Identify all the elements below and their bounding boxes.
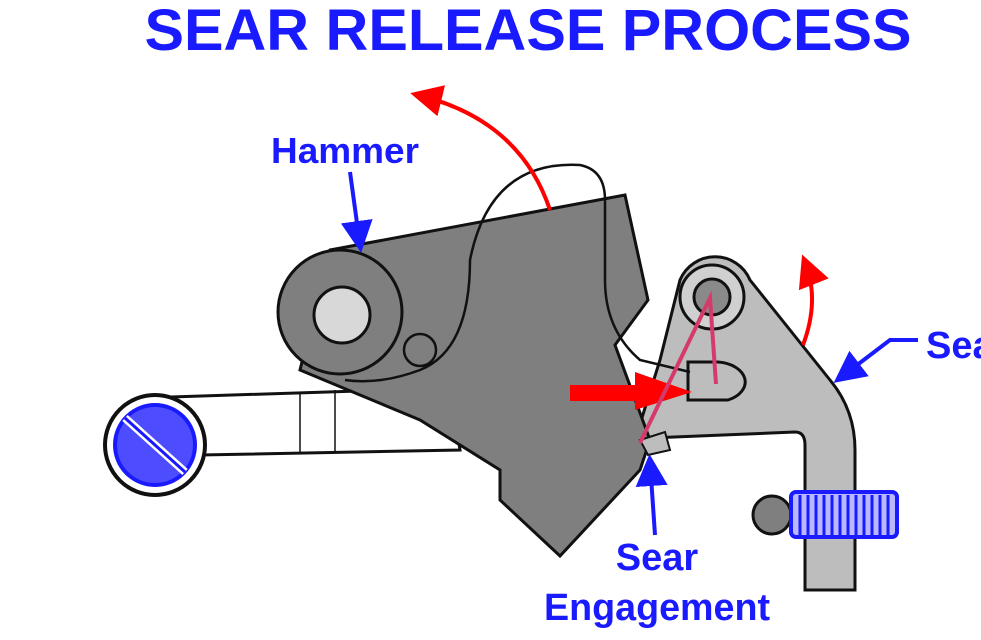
hammer-label: Hammer: [271, 130, 419, 171]
screw-icon: [103, 393, 207, 497]
hammer-rotation-arrow: [410, 85, 552, 211]
sear-label: Sear: [926, 325, 981, 367]
hammer-pointer: [340, 171, 373, 253]
sear-engagement-label-line2: Engagement: [544, 587, 770, 629]
spring-icon: [789, 490, 899, 539]
sear-engagement-label-line1: Sear: [616, 537, 699, 579]
sear-rotation-arrow: [798, 254, 829, 346]
stop-pin: [751, 494, 793, 536]
hammer-pin: [312, 285, 372, 345]
hammer-part: [298, 193, 652, 559]
sear-pointer: [833, 338, 918, 383]
diagram-title: SEAR RELEASE PROCESS: [145, 0, 912, 63]
sear-engagement-pointer: [635, 454, 668, 536]
force-lines: [638, 290, 718, 444]
strut-pin: [402, 332, 438, 368]
